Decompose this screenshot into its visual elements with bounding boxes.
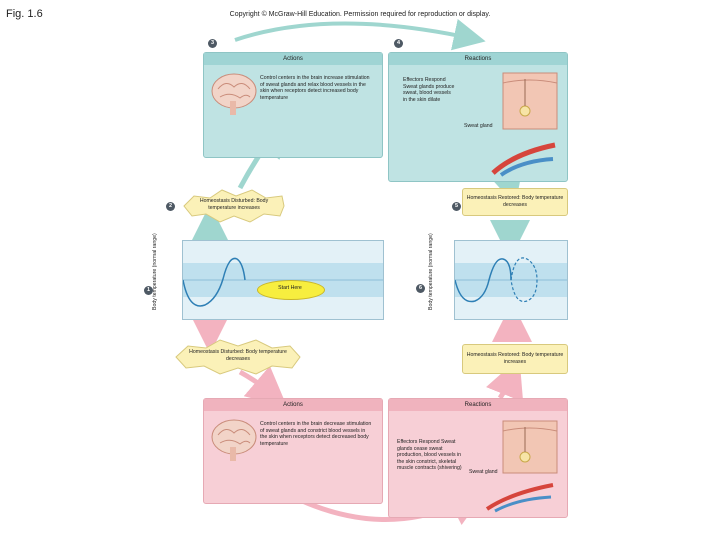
arrow-disturbed-to-actions-bottom <box>238 365 288 408</box>
actions-header-bottom: Actions <box>204 399 382 411</box>
reactions-text-bottom: Effectors Respond Sweat glands cease swe… <box>397 439 462 472</box>
step-5-badge: 5 <box>452 202 461 211</box>
reactions-header-bottom: Reactions <box>389 399 567 411</box>
copyright-notice: Copyright © McGraw-Hill Education. Permi… <box>229 11 491 18</box>
disturbed-decrease-text: Homeostasis Disturbed: Body temperature … <box>189 349 287 362</box>
reactions-header-top: Reactions <box>389 53 567 65</box>
burst-disturbed-decrease <box>175 339 301 375</box>
skin-icon <box>502 72 558 130</box>
temperature-chart-right <box>454 240 568 320</box>
actions-text-bottom: Control centers in the brain decrease st… <box>260 421 372 447</box>
axis-label-right: Body temperature (normal range) <box>428 233 434 310</box>
step-1-badge: 1 <box>144 286 153 295</box>
brain-icon <box>211 419 257 461</box>
actions-text-top: Control centers in the brain increase st… <box>260 75 370 101</box>
start-here-marker <box>257 280 325 300</box>
step-4-badge: 4 <box>394 39 403 48</box>
actions-panel-bottom: Actions Control centers in the brain dec… <box>203 398 383 504</box>
step-6-badge: 6 <box>416 284 425 293</box>
start-here-label: Start Here <box>278 285 302 291</box>
arrow-actions-to-reactions-top <box>234 19 486 51</box>
sweat-gland-label-bottom: Sweat gland <box>469 469 498 475</box>
actions-header-top: Actions <box>204 53 382 65</box>
restored-increase-box: Homeostasis Restored: Body temperature i… <box>462 344 568 374</box>
restored-decrease-text: Homeostasis Restored: Body temperature d… <box>466 195 564 208</box>
figure-label: Fig. 1.6 <box>6 8 43 20</box>
blood-vessel-icon <box>485 483 554 513</box>
restored-increase-text: Homeostasis Restored: Body temperature i… <box>466 352 564 365</box>
step-3-badge: 3 <box>208 39 217 48</box>
axis-label-left: Body temperature (normal range) <box>152 233 158 310</box>
reactions-text-top: Effectors Respond Sweat glands produce s… <box>403 77 455 103</box>
step-2-badge: 2 <box>166 202 175 211</box>
blood-vessel-icon <box>491 142 556 177</box>
reactions-panel-bottom: Reactions Effectors Respond Sweat glands… <box>388 398 568 518</box>
skin-icon <box>502 420 558 474</box>
burst-disturbed-increase <box>183 189 285 223</box>
temperature-curve-right <box>455 257 567 303</box>
disturbed-increase-text: Homeostasis Disturbed: Body temperature … <box>199 198 269 211</box>
arrow-reactions-to-restored-bottom <box>486 357 524 402</box>
sweat-gland-label-top: Sweat gland <box>464 123 493 129</box>
temperature-chart-left: Start Here <box>182 240 384 320</box>
actions-panel-top: Actions Control centers in the brain inc… <box>203 52 383 158</box>
reactions-panel-top: Reactions Effectors Respond Sweat glands… <box>388 52 568 182</box>
restored-decrease-box: Homeostasis Restored: Body temperature d… <box>462 188 568 216</box>
brain-icon <box>211 73 257 115</box>
